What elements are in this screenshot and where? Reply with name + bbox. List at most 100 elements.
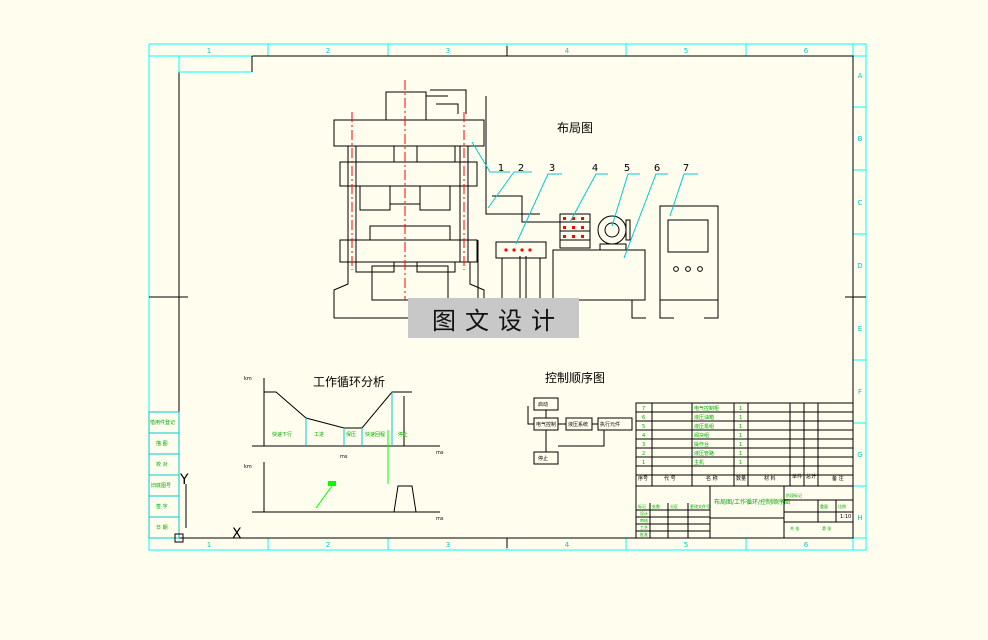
axis-x-bottom: ms [436,516,444,522]
watermark-text: 图文设计 [432,306,564,335]
part-no: 2 [642,451,645,457]
origin-marker [174,533,184,543]
watermark-box: 图文设计 [408,298,579,338]
phase-label: 保压 [346,431,356,438]
row-label: G [857,451,862,459]
row-label: E [858,325,862,333]
top-left-label-box [178,55,253,73]
pressure-leader [315,485,333,509]
pressure-marker [328,481,336,486]
col-label-top: 2 [326,47,330,55]
part-qty: 1 [739,406,742,412]
tb-row-label: 处数 [652,503,660,509]
col-label-bottom: 4 [565,541,570,549]
cycle-axis-labels: km ms km ms ms [244,376,444,522]
balloon-1: 1 [498,163,504,174]
electrical-cabinet [659,205,719,319]
axis-mid: ms [340,454,348,460]
balloon-numbers: 1 2 3 4 5 6 7 [498,163,689,174]
drawing-title: 布局图/工作循环/控制顺序图 [714,498,790,506]
sequence-block: 停止 [538,455,548,462]
part-no: 3 [642,442,645,448]
parts-header: 代 号 [664,475,676,482]
balloon-4: 4 [592,163,598,174]
sequence-block: 执行元件 [600,421,620,428]
col-label-top: 6 [804,47,809,55]
strip-label: 描 图 [156,440,168,447]
axis-y-top: km [244,376,252,382]
parts-list-headers: 序号 代 号 名 称 数量 材 料 单件 总计 备 注 [638,473,844,482]
part-name: 液压泵组 [694,423,714,430]
layout-title: 布局图 [557,121,593,135]
part-no: 6 [642,415,645,421]
tb-role-label: 批准 [640,531,648,537]
tb-right-label: 共 张 [790,525,799,531]
centerlines [351,80,465,300]
axis-y-bottom: km [244,464,252,470]
col-label-bottom: 1 [207,541,211,549]
part-name: 主机 [694,459,704,466]
strip-label: 日 期 [156,525,168,531]
left-strip-labels: 借用件登记 描 图 校 对 旧底图号 签 字 日 期 [150,419,175,531]
part-name: 液压管路 [694,450,714,457]
sequence-block: 启动 [538,401,548,408]
inner-border [149,46,866,548]
balloon-5: 5 [624,163,630,174]
part-name: 阀块组 [694,432,709,439]
parts-header: 备 注 [832,475,844,482]
balloon-6: 6 [654,163,660,174]
strip-label: 旧底图号 [151,482,171,489]
sequence-title: 控制顺序图 [545,370,605,385]
strip-label: 借用件登记 [150,419,175,426]
parts-header: 材 料 [764,475,776,482]
sequence-labels: 启动 电气控制 液压系统 执行元件 停止 [536,401,620,462]
parts-list-grid [635,402,854,539]
cycle-phase-labels: 快速下行 工进 保压 快速回程 停止 [272,431,408,438]
col-label-bottom: 5 [684,541,688,549]
phase-label: 快速下行 [272,431,292,438]
cycle-phase-dividers [305,392,393,484]
row-label: C [858,199,863,207]
part-no: 4 [642,433,645,439]
valve-block [559,213,591,249]
part-name: 操作台 [694,441,709,448]
column-labels: 1 2 3 4 5 6 1 2 3 4 5 6 [207,47,809,549]
parts-header: 序号 [638,475,648,482]
col-label-bottom: 2 [326,541,330,549]
cycle-title: 工作循环分析 [313,375,385,389]
press-machine [333,89,560,319]
phase-label: 快速回程 [365,431,385,438]
operation-console [495,241,547,300]
cycle-chart-bottom [252,445,440,513]
tb-right-label: 第 张 [822,525,831,531]
part-no: 1 [642,460,645,466]
tb-role-label: 审核 [640,517,648,523]
tb-role-label: 工艺 [640,525,648,530]
sequence-block: 液压系统 [568,421,588,428]
parts-header: 数量 [736,475,746,482]
console-buttons [504,248,532,252]
parts-header: 总计 [806,473,816,480]
strip-label: 校 对 [156,461,168,468]
tb-right-label: 阶段标记 [786,492,802,498]
part-name: 液压油箱 [694,414,714,421]
sequence-block: 电气控制 [536,421,556,428]
tb-right-label: 重量 [820,503,828,509]
part-no: 5 [642,424,645,430]
part-qty: 1 [739,433,742,439]
balloon-7: 7 [683,163,689,174]
valve-ports [563,217,584,238]
balloon-3: 3 [549,163,555,174]
axis-x-top: ms [436,450,444,456]
col-label-top: 4 [565,47,570,55]
part-no: 7 [642,406,645,412]
row-label: F [858,388,862,396]
part-qty: 1 [739,424,742,430]
col-label-top: 5 [684,47,688,55]
part-qty: 1 [739,460,742,466]
part-name: 电气控制柜 [694,405,719,412]
tb-role-label: 设计 [640,510,648,516]
strip-label: 签 字 [156,503,168,510]
